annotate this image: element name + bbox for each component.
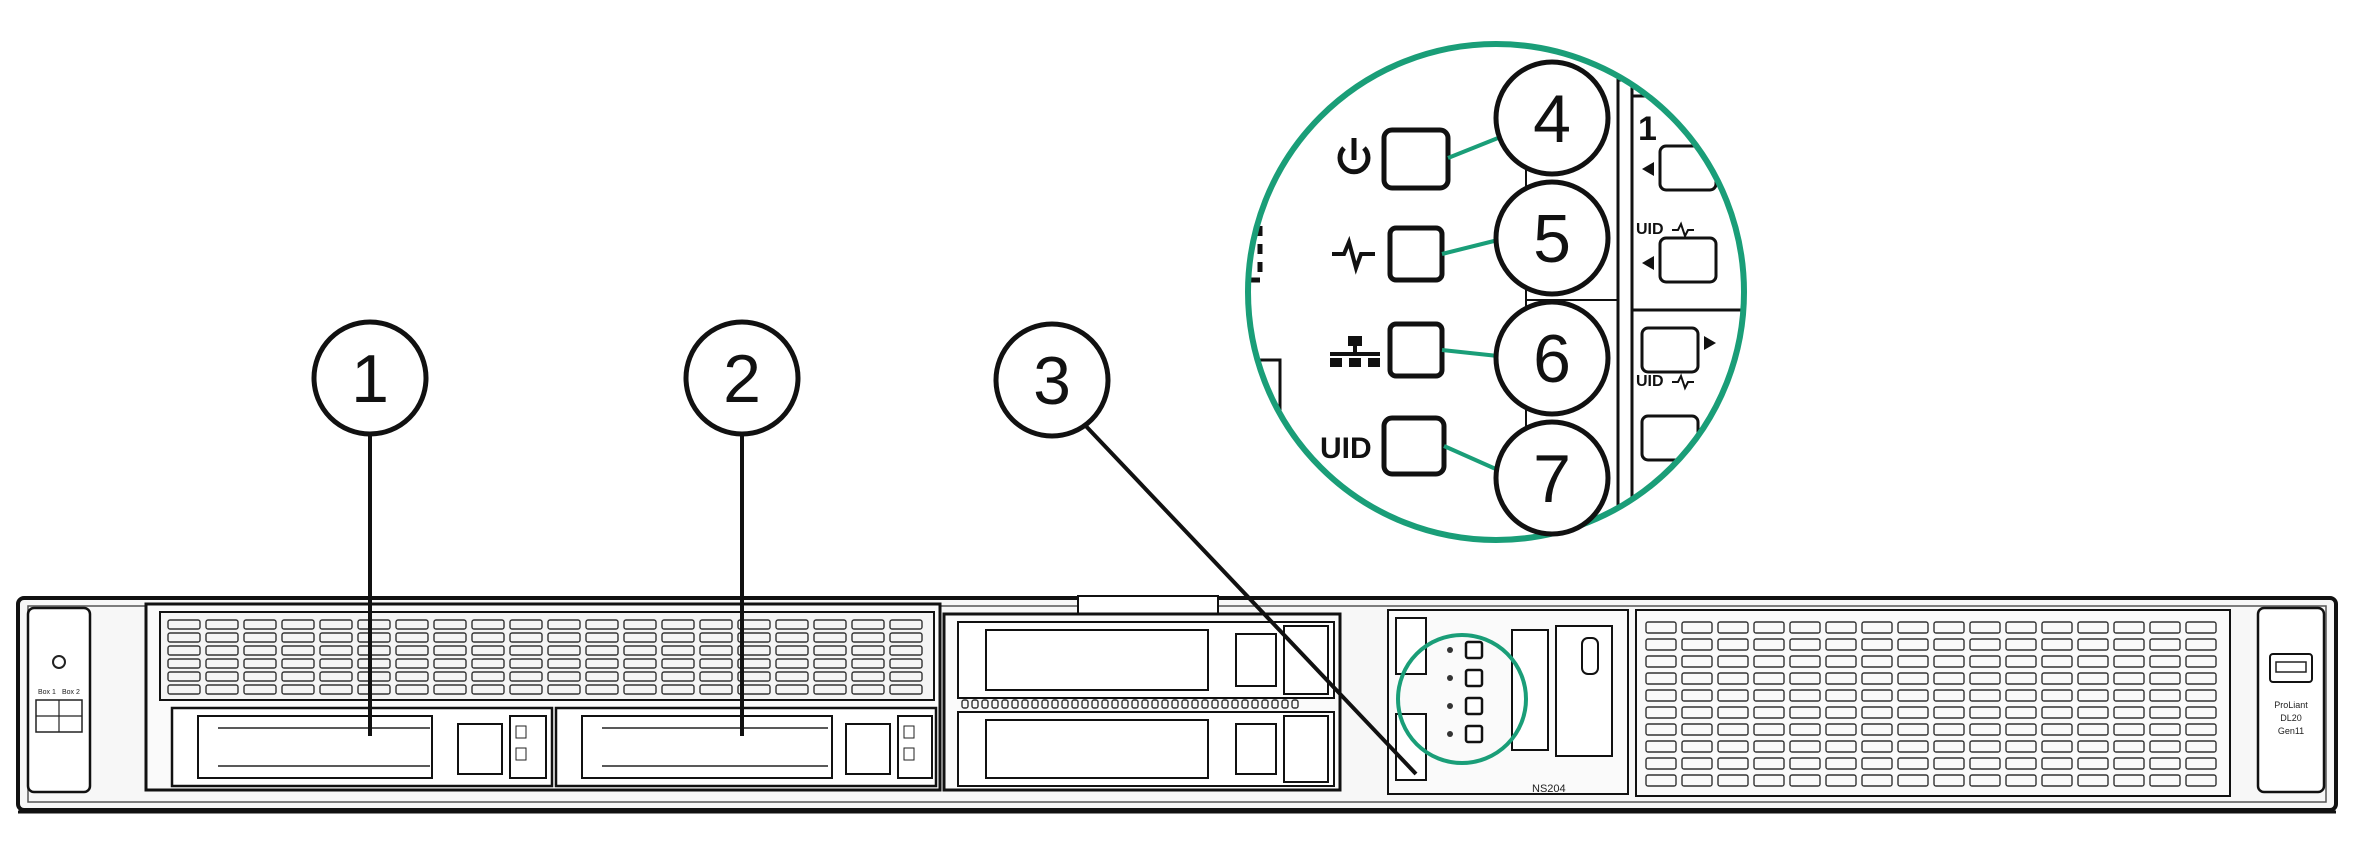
right-ear-model-2: DL20 bbox=[2280, 713, 2302, 723]
zoom-ring bbox=[1245, 41, 1747, 543]
callout-4-number: 4 bbox=[1533, 81, 1571, 157]
callout-7: 7 bbox=[1493, 419, 1611, 537]
front-led-cluster bbox=[1447, 640, 1484, 744]
right-rack-ear: ProLiant DL20 Gen11 bbox=[2256, 606, 2326, 794]
callout-3: 3 bbox=[993, 321, 1111, 439]
callout-3-leader bbox=[1080, 420, 1418, 776]
callout-1-number: 1 bbox=[351, 341, 389, 417]
callout-1: 1 bbox=[311, 319, 429, 437]
health-led bbox=[1387, 225, 1445, 283]
zoom-bay-number: 1 bbox=[1638, 110, 1657, 148]
network-icon bbox=[1330, 336, 1380, 367]
zoom-bay-uid-b: UID bbox=[1636, 373, 1664, 390]
callout-4: 4 bbox=[1493, 59, 1611, 177]
left-rack-ear: Box 1 Box 2 bbox=[26, 606, 92, 794]
callout-5: 5 bbox=[1493, 179, 1611, 297]
power-icon bbox=[1337, 138, 1371, 175]
zoom-bay-uid-a: UID bbox=[1636, 221, 1664, 238]
callout-2: 2 bbox=[683, 319, 801, 437]
callout-7-number: 7 bbox=[1533, 441, 1571, 517]
callout-5-number: 5 bbox=[1533, 201, 1571, 277]
drive-cage-middle bbox=[942, 595, 1342, 792]
power-led-button bbox=[1381, 127, 1451, 191]
drive-bay-1 bbox=[170, 706, 554, 788]
callout-2-number: 2 bbox=[723, 341, 761, 417]
uid-label: UID bbox=[1320, 432, 1372, 465]
front-io-panel: NS204 bbox=[1387, 609, 1629, 795]
callout-6: 6 bbox=[1493, 299, 1611, 417]
nic-led bbox=[1387, 321, 1445, 379]
right-ear-model-1: ProLiant bbox=[2274, 700, 2308, 710]
ns204-label: NS204 bbox=[1532, 783, 1566, 795]
drive-bay-2 bbox=[554, 706, 938, 788]
led-zoom-marker-ring bbox=[1396, 633, 1528, 765]
health-pulse-icon bbox=[1332, 235, 1375, 275]
front-vent-grid bbox=[1635, 609, 2231, 797]
drive-separator-strip bbox=[961, 699, 1299, 709]
drive-blank-vent-grid bbox=[167, 619, 923, 695]
uid-led-button bbox=[1381, 415, 1447, 477]
right-ear-model-3: Gen11 bbox=[2278, 726, 2304, 736]
left-ear-box2: Box 2 bbox=[62, 689, 80, 696]
callout-6-number: 6 bbox=[1533, 321, 1571, 397]
callout-3-number: 3 bbox=[1033, 343, 1071, 419]
left-ear-box1: Box 1 bbox=[38, 689, 56, 696]
led-zoom-inset: 1 UID UID UID bbox=[1245, 41, 1747, 543]
